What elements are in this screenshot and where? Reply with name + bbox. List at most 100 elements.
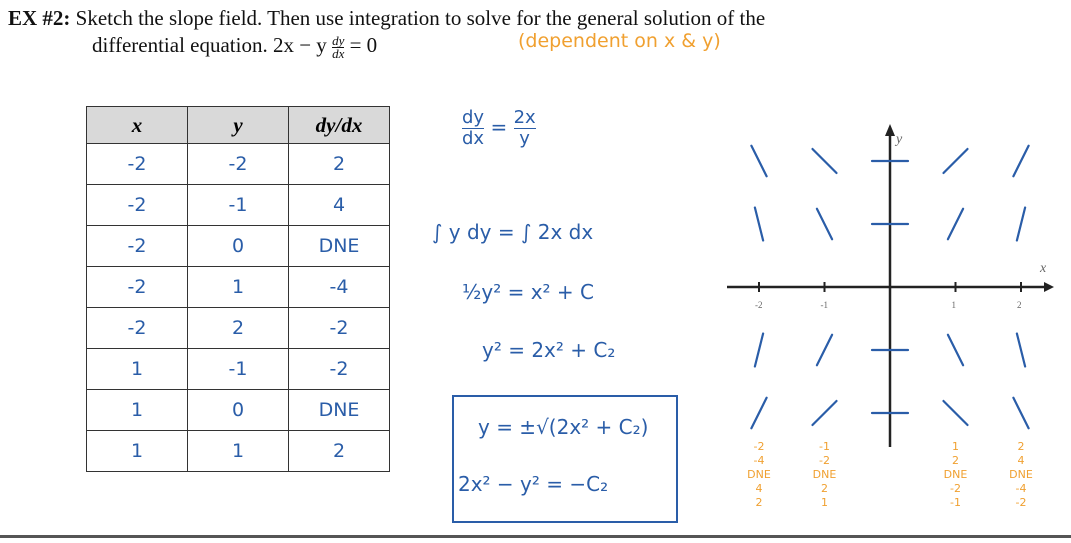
- step-3: ½y² = x² + C: [462, 280, 595, 304]
- step1-rnum: 2x: [513, 107, 536, 129]
- annotation-value: 4: [1017, 454, 1025, 467]
- table-cell: 2: [187, 307, 289, 349]
- annotation-value: -2: [1015, 496, 1027, 509]
- frac-den: dx: [332, 45, 345, 61]
- step-2: ∫ y dy = ∫ 2x dx: [432, 220, 594, 244]
- annotation-value: DNE: [747, 468, 771, 481]
- table-row: 1-1-2: [86, 348, 390, 390]
- annotation-value: -1: [819, 440, 830, 453]
- slope-segment: [1015, 332, 1027, 368]
- page-divider: [0, 535, 1071, 538]
- answer-implicit: 2x² − y² = −C₂: [458, 472, 609, 496]
- table-cell: 1: [187, 266, 289, 308]
- slope-segment: [811, 147, 838, 175]
- header-dydx: dy/dx: [288, 106, 390, 144]
- table-cell: 0: [187, 389, 289, 431]
- x-tick-label: 2: [1017, 300, 1022, 310]
- problem-label: EX #2:: [8, 6, 71, 30]
- table-cell: -2: [187, 143, 289, 185]
- table-cell: -2: [288, 307, 390, 349]
- table-cell: -1: [187, 184, 289, 226]
- table-cell: -1: [187, 348, 289, 390]
- slope-segment: [753, 332, 765, 368]
- slope-segment: [750, 144, 768, 178]
- problem-text: Sketch the slope field. Then use integra…: [75, 6, 766, 30]
- table-cell: 1: [86, 389, 188, 431]
- annotation-value: -1: [950, 496, 961, 509]
- slope-segment: [753, 206, 765, 242]
- equation-text: differential equation. 2x − y: [92, 33, 327, 57]
- step1-den: dx: [462, 128, 485, 149]
- step1-rden: y: [519, 128, 530, 149]
- annotation-value: -2: [950, 482, 961, 495]
- slope-segment: [1012, 396, 1030, 430]
- y-axis-arrow: [885, 124, 895, 136]
- annotation-value: 2: [952, 454, 959, 467]
- x-tick-label: 1: [952, 300, 957, 310]
- answer-explicit: y = ±√(2x² + C₂): [478, 415, 649, 439]
- annotation-value: 2: [1017, 440, 1025, 453]
- step1-eq: =: [490, 115, 508, 139]
- answer-box: [452, 395, 678, 523]
- annotation-value: 2: [755, 496, 763, 509]
- table-cell: -2: [86, 143, 188, 185]
- slope-segment: [811, 399, 838, 427]
- x-tick-label: -1: [821, 300, 829, 310]
- table-cell: 2: [288, 430, 390, 472]
- table-cell: 1: [86, 430, 188, 472]
- table-cell: -4: [288, 266, 390, 308]
- slope-segment: [815, 333, 834, 367]
- annotation-value: -2: [753, 440, 765, 453]
- step-4: y² = 2x² + C₂: [482, 338, 616, 362]
- y-axis-label: y: [894, 132, 903, 147]
- slope-segment: [942, 147, 969, 175]
- annotation-value: 1: [952, 440, 959, 453]
- slope-segment: [750, 396, 768, 430]
- table-cell: DNE: [288, 389, 390, 431]
- table-cell: 0: [187, 225, 289, 267]
- slope-segment: [815, 207, 834, 241]
- annotation-value: 4: [755, 482, 763, 495]
- slope-segment: [1012, 144, 1030, 178]
- annotation-value: -2: [819, 454, 830, 467]
- annotation-value: 2: [821, 482, 828, 495]
- table-cell: 4: [288, 184, 390, 226]
- x-axis-label: x: [1039, 261, 1047, 276]
- table-cell: -2: [86, 184, 188, 226]
- step1-num: dy: [462, 107, 485, 129]
- problem-statement: EX #2: Sketch the slope field. Then use …: [8, 4, 765, 33]
- slope-segment: [946, 207, 965, 241]
- annotation-value: DNE: [1009, 468, 1033, 481]
- x-tick-label: -2: [755, 300, 763, 310]
- annotation-value: DNE: [943, 468, 968, 481]
- dependency-note: (dependent on x & y): [518, 30, 721, 52]
- table-cell: 2: [288, 143, 390, 185]
- annotation-value: -4: [753, 454, 765, 467]
- table-cell: -2: [86, 225, 188, 267]
- slope-segment: [946, 333, 965, 367]
- annotation-value: 1: [821, 496, 828, 509]
- annotation-value: DNE: [812, 468, 837, 481]
- frac-num: dy: [332, 32, 345, 48]
- annotation-value: -4: [1015, 482, 1027, 495]
- slope-segment: [942, 399, 969, 427]
- equation-end: = 0: [349, 33, 378, 57]
- x-axis-arrow: [1044, 282, 1054, 292]
